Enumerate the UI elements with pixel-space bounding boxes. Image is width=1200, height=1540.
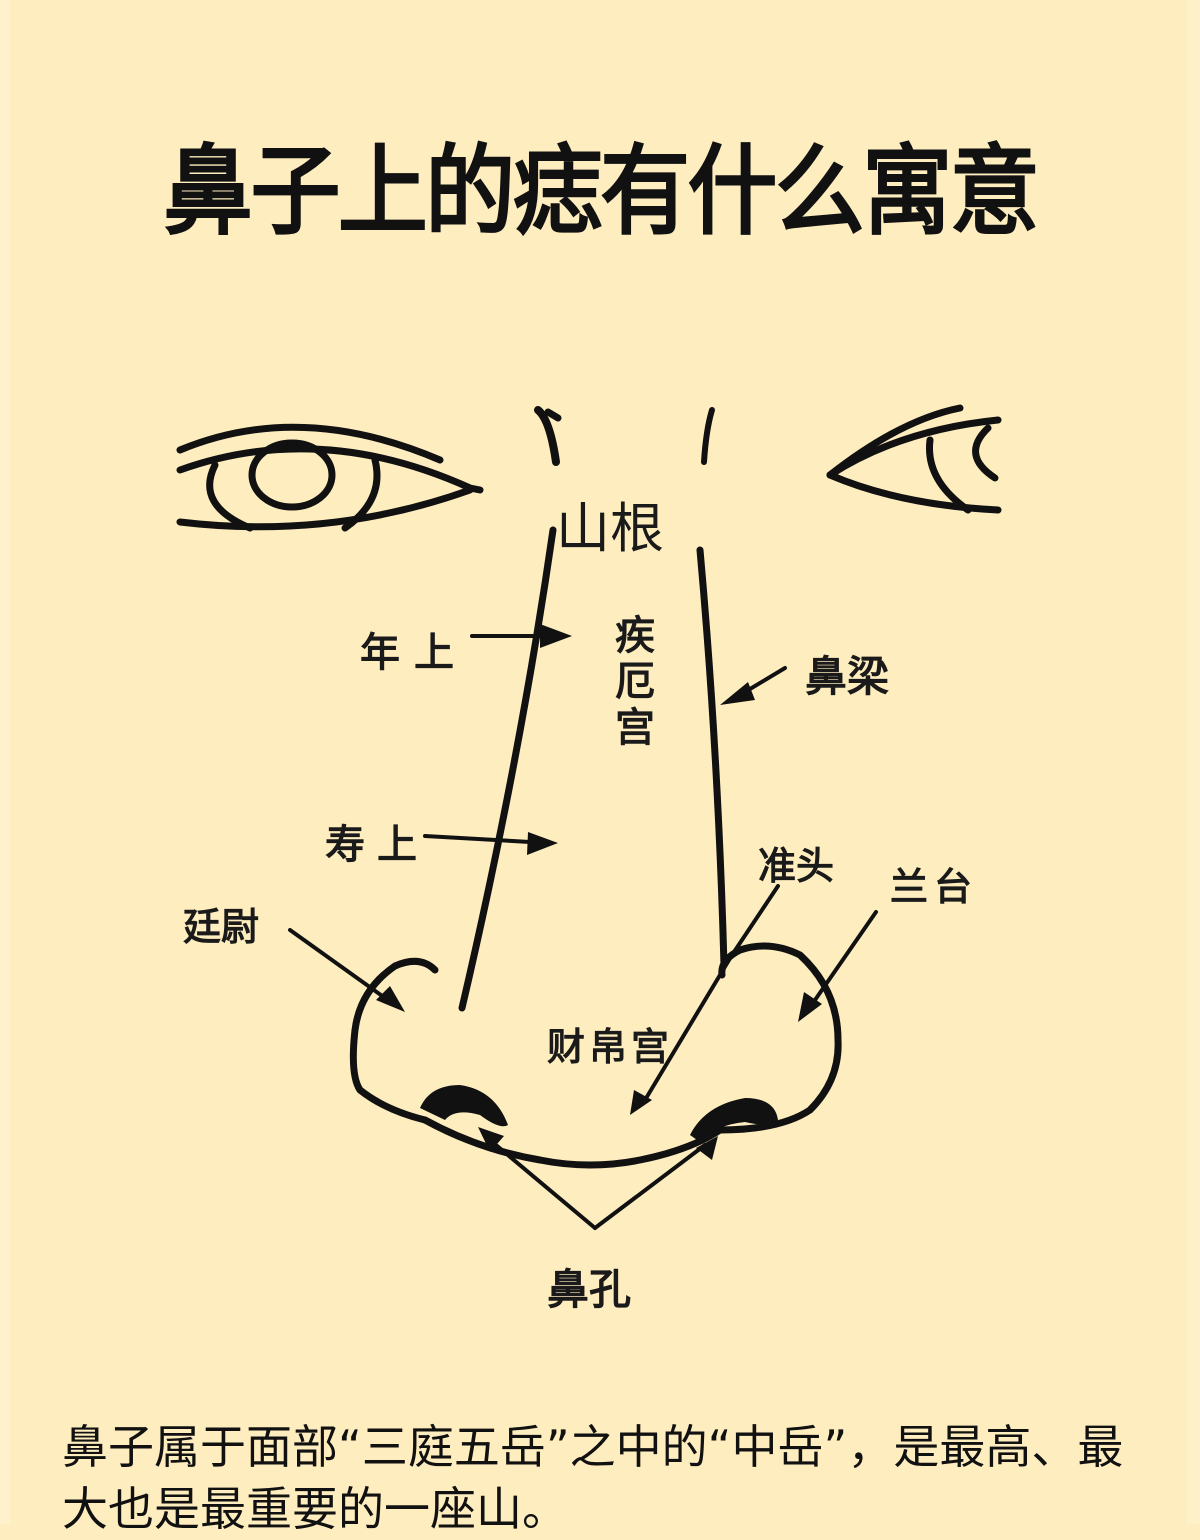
label-jieegong: 疾厄宫 xyxy=(608,614,655,752)
label-biliang: 鼻梁 xyxy=(805,652,890,701)
label-lantai: 兰台 xyxy=(890,864,979,909)
right-eye-icon xyxy=(826,404,1002,514)
label-bikong: 鼻孔 xyxy=(547,1265,632,1314)
label-shangen: 山根 xyxy=(556,497,664,560)
nose-diagram xyxy=(176,404,1002,1230)
label-nianshang: 年上 xyxy=(360,629,468,676)
left-edge-strip xyxy=(0,0,10,1524)
nostril-shapes xyxy=(420,1085,778,1142)
label-zhuntou: 准头 xyxy=(758,843,835,888)
label-caibogong: 财帛宫 xyxy=(547,1024,674,1069)
right-edge-strip xyxy=(1186,0,1200,1524)
body-paragraph: 鼻子属于面部“三庭五岳”之中的“中岳”，是最高、最大也是最重要的一座山。 xyxy=(62,1420,1124,1536)
label-shoushang: 寿上 xyxy=(325,821,429,868)
arrow-heads xyxy=(376,624,822,1160)
left-eye-icon xyxy=(176,423,484,532)
page-title: 鼻子上的痣有什么寓意 xyxy=(162,135,1040,249)
label-tingwei: 廷尉 xyxy=(183,904,260,949)
